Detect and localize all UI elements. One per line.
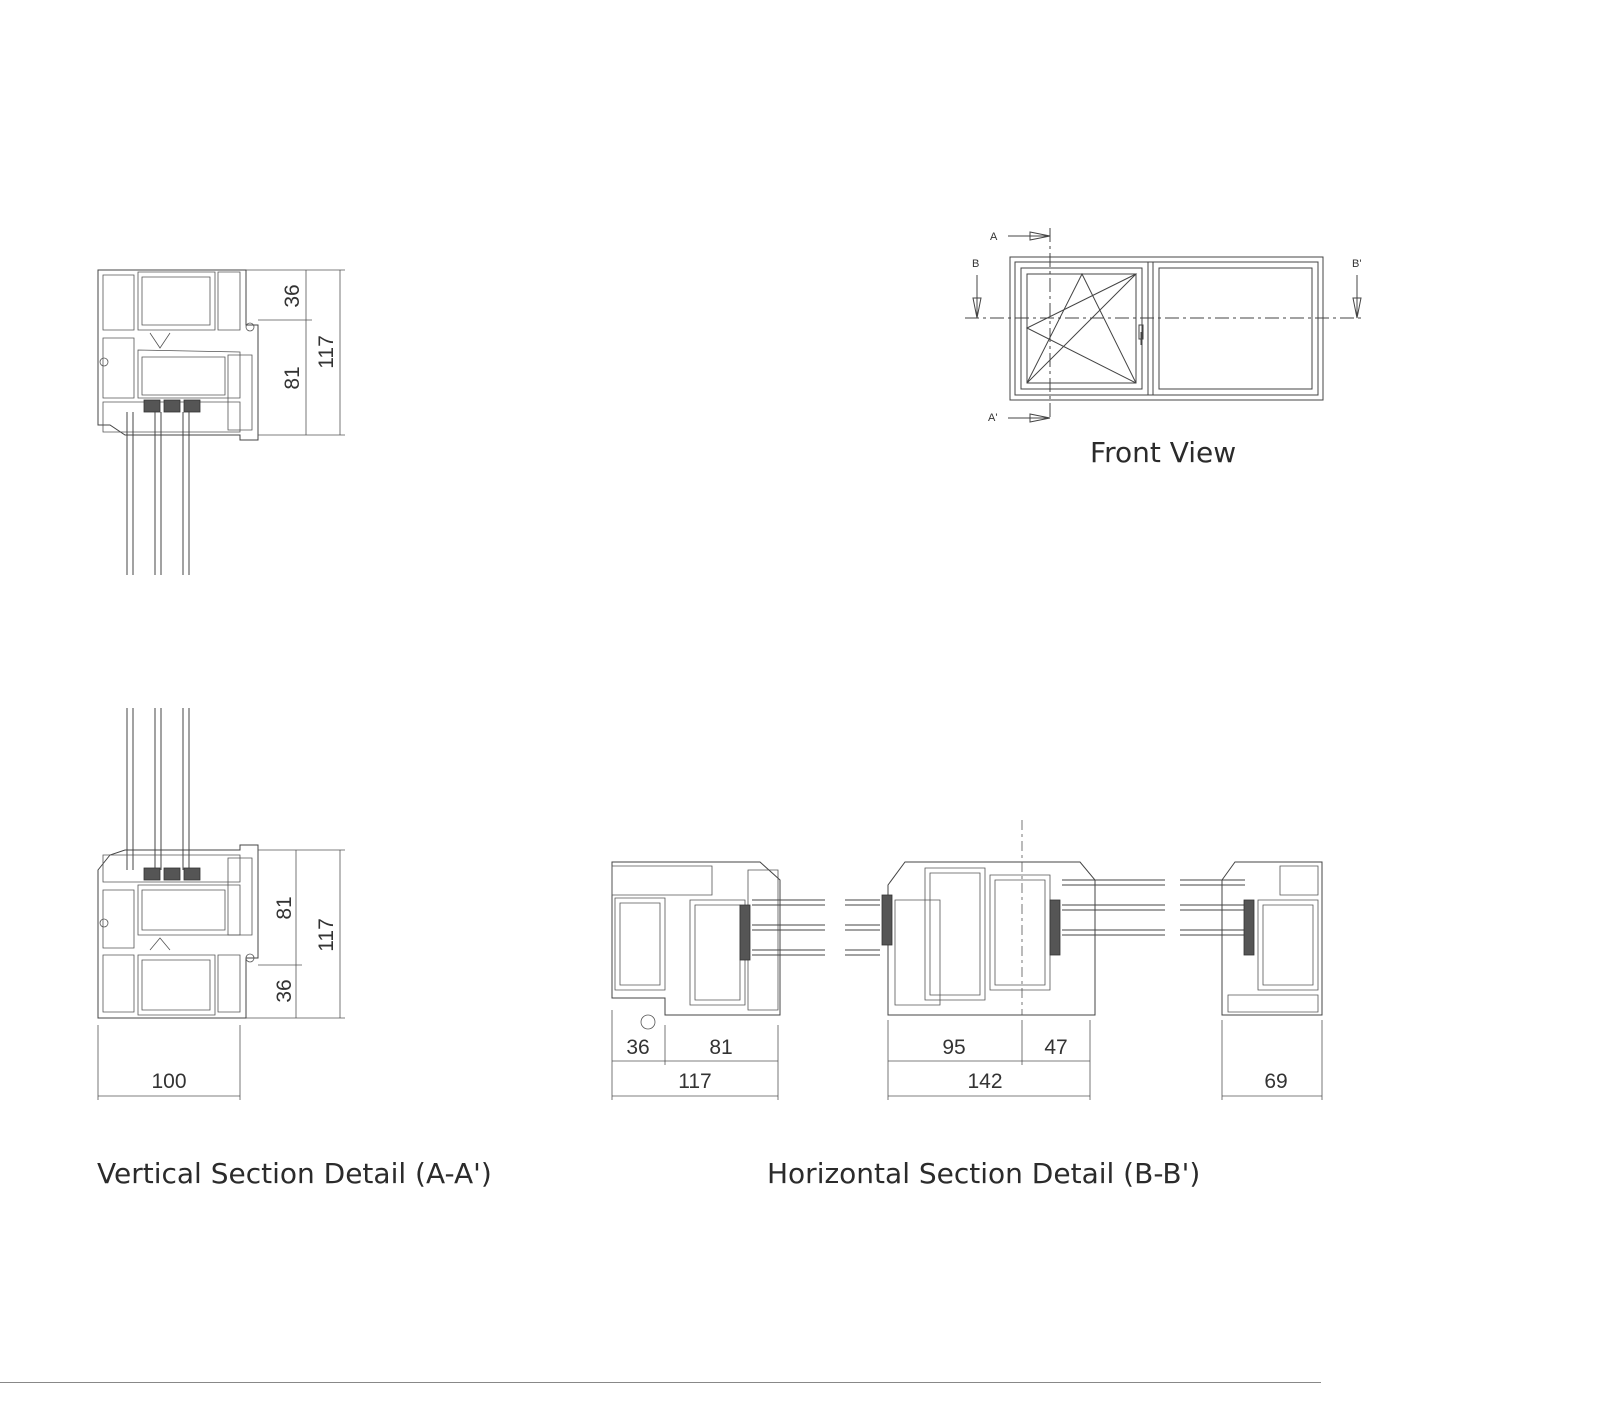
dim-bottom-36: 36 (273, 979, 296, 1002)
dim-h-95: 95 (942, 1036, 965, 1059)
dim-top-117: 117 (315, 335, 338, 368)
vertical-section-top: 36 81 117 (97, 269, 345, 575)
label-b: B (972, 258, 979, 270)
dim-bottom-117: 117 (315, 918, 338, 951)
dim-top-36: 36 (281, 284, 304, 307)
label-a-prime: A' (988, 412, 997, 424)
label-a: A (990, 231, 998, 243)
horizontal-section-caption: Horizontal Section Detail (B-B') (767, 1157, 1201, 1190)
dim-h-81: 81 (709, 1036, 732, 1059)
front-view: A A' B B' (965, 228, 1365, 424)
label-b-prime: B' (1352, 258, 1361, 270)
front-view-caption: Front View (1090, 436, 1237, 469)
dim-h-142: 142 (967, 1070, 1002, 1093)
dim-bottom-100: 100 (151, 1070, 186, 1093)
vertical-section-bottom: 81 36 117 100 (97, 708, 345, 1100)
dim-h-47: 47 (1044, 1036, 1067, 1059)
footer-divider (0, 1382, 1321, 1383)
vertical-section-caption: Vertical Section Detail (A-A') (97, 1157, 492, 1190)
dim-bottom-81: 81 (273, 896, 296, 919)
dim-h-117: 117 (678, 1070, 711, 1093)
dim-h-69: 69 (1264, 1070, 1287, 1093)
horizontal-section: 36 81 117 95 47 142 69 (611, 820, 1323, 1100)
dim-h-36: 36 (626, 1036, 649, 1059)
dim-top-81: 81 (281, 366, 304, 389)
